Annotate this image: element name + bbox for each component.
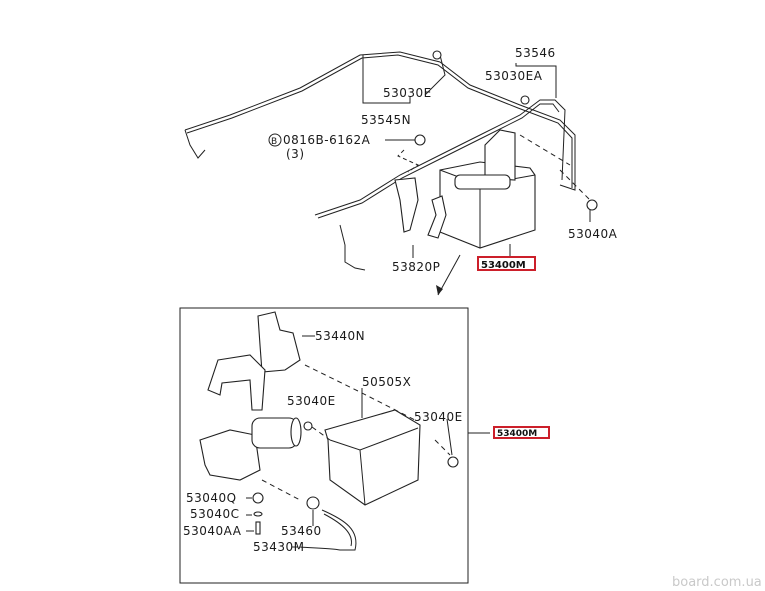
label-53040E-right: 53040E <box>414 410 463 424</box>
highlight-box-top <box>477 256 536 271</box>
detail-parts <box>199 311 490 551</box>
label-50505X: 50505X <box>362 375 411 389</box>
compressor-assembly-top <box>394 129 598 249</box>
label-53040C: 53040C <box>190 507 240 521</box>
label-53400M-detail[interactable]: 53400M <box>497 429 537 439</box>
label-53040AA: 53040AA <box>183 524 242 538</box>
label-53820P: 53820P <box>392 260 440 274</box>
label-53040E-left: 53040E <box>287 394 336 408</box>
label-53440N: 53440N <box>315 329 365 343</box>
label-53040A: 53040A <box>568 227 618 241</box>
wiring-harness <box>184 50 576 271</box>
watermark: board.com.ua <box>672 575 762 590</box>
label-53460: 53460 <box>281 524 322 538</box>
highlight-box-detail <box>493 426 550 439</box>
label-53030EA: 53030EA <box>485 69 543 83</box>
bolt-marker-circle <box>268 133 282 147</box>
detail-frame <box>179 307 469 584</box>
bolt-marker: B <box>271 137 278 147</box>
label-53546: 53546 <box>515 46 556 60</box>
label-53545N: 53545N <box>361 113 411 127</box>
label-53430M: 53430M <box>253 540 305 554</box>
label-53400M-top[interactable]: 53400M <box>481 260 526 271</box>
label-53040Q: 53040Q <box>186 491 237 505</box>
label-qty-3: (3) <box>286 147 305 161</box>
label-0816B-6162A: 0816B-6162A <box>283 133 371 147</box>
label-53030E: 53030E <box>383 86 432 100</box>
